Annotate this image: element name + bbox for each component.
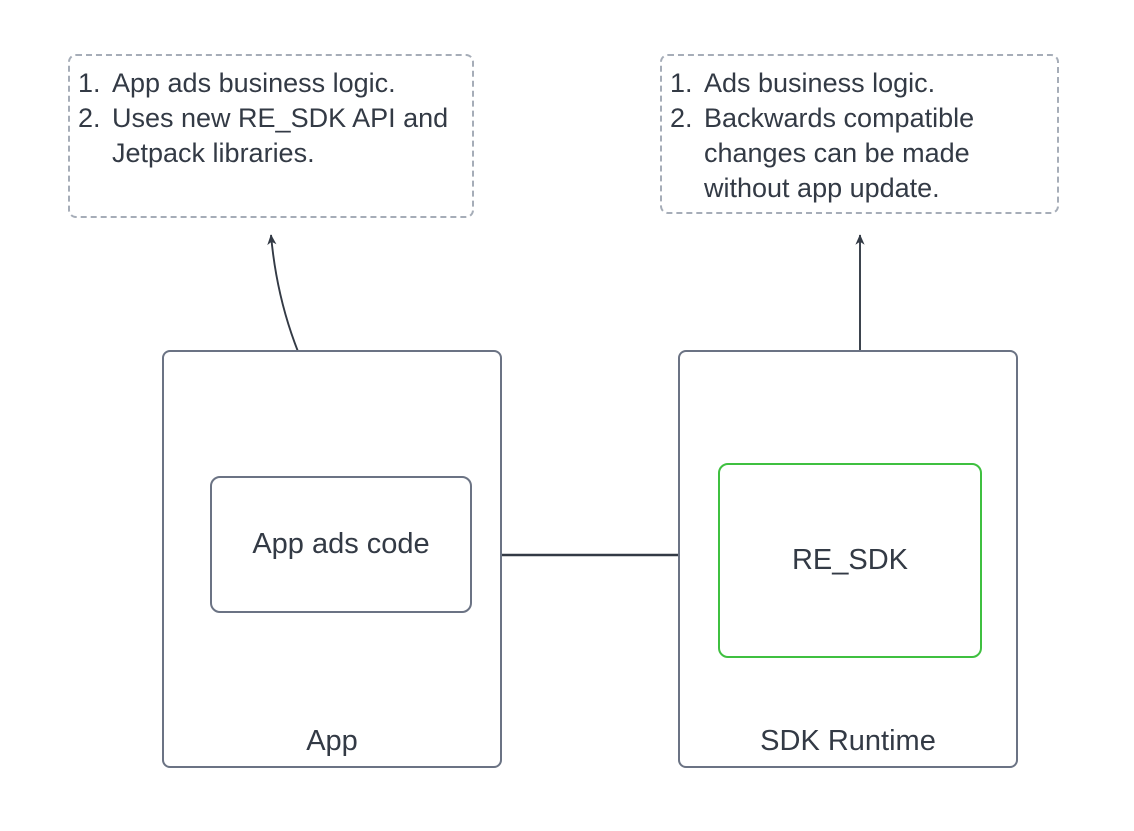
app-ads-code-label: App ads code <box>252 528 430 560</box>
list-item: 2. Uses new RE_SDK API and Jetpack libra… <box>78 101 464 171</box>
app-callout-list: 1. App ads business logic. 2. Uses new R… <box>78 66 464 171</box>
app-container-label: App <box>306 725 358 757</box>
list-item: 1. Ads business logic. <box>670 66 1049 101</box>
sdk-callout-list: 1. Ads business logic. 2. Backwards comp… <box>670 66 1049 206</box>
list-item: 2. Backwards compatible changes can be m… <box>670 101 1049 206</box>
list-item-text: App ads business logic. <box>112 68 396 98</box>
app-callout: 1. App ads business logic. 2. Uses new R… <box>68 54 474 218</box>
list-item-text: Ads business logic. <box>704 68 936 98</box>
sdk-runtime-container-label: SDK Runtime <box>760 725 936 757</box>
list-item-text: Backwards compatible changes can be made… <box>704 103 982 203</box>
list-item-number: 2. <box>670 103 693 133</box>
app-ads-code-box: App ads code <box>210 476 472 613</box>
re-sdk-box: RE_SDK <box>718 463 982 658</box>
list-item-number: 2. <box>78 103 101 133</box>
sdk-callout: 1. Ads business logic. 2. Backwards comp… <box>660 54 1059 214</box>
list-item-text: Uses new RE_SDK API and Jetpack librarie… <box>112 103 456 168</box>
list-item: 1. App ads business logic. <box>78 66 464 101</box>
list-item-number: 1. <box>670 68 693 98</box>
re-sdk-label: RE_SDK <box>791 544 909 576</box>
list-item-number: 1. <box>78 68 101 98</box>
